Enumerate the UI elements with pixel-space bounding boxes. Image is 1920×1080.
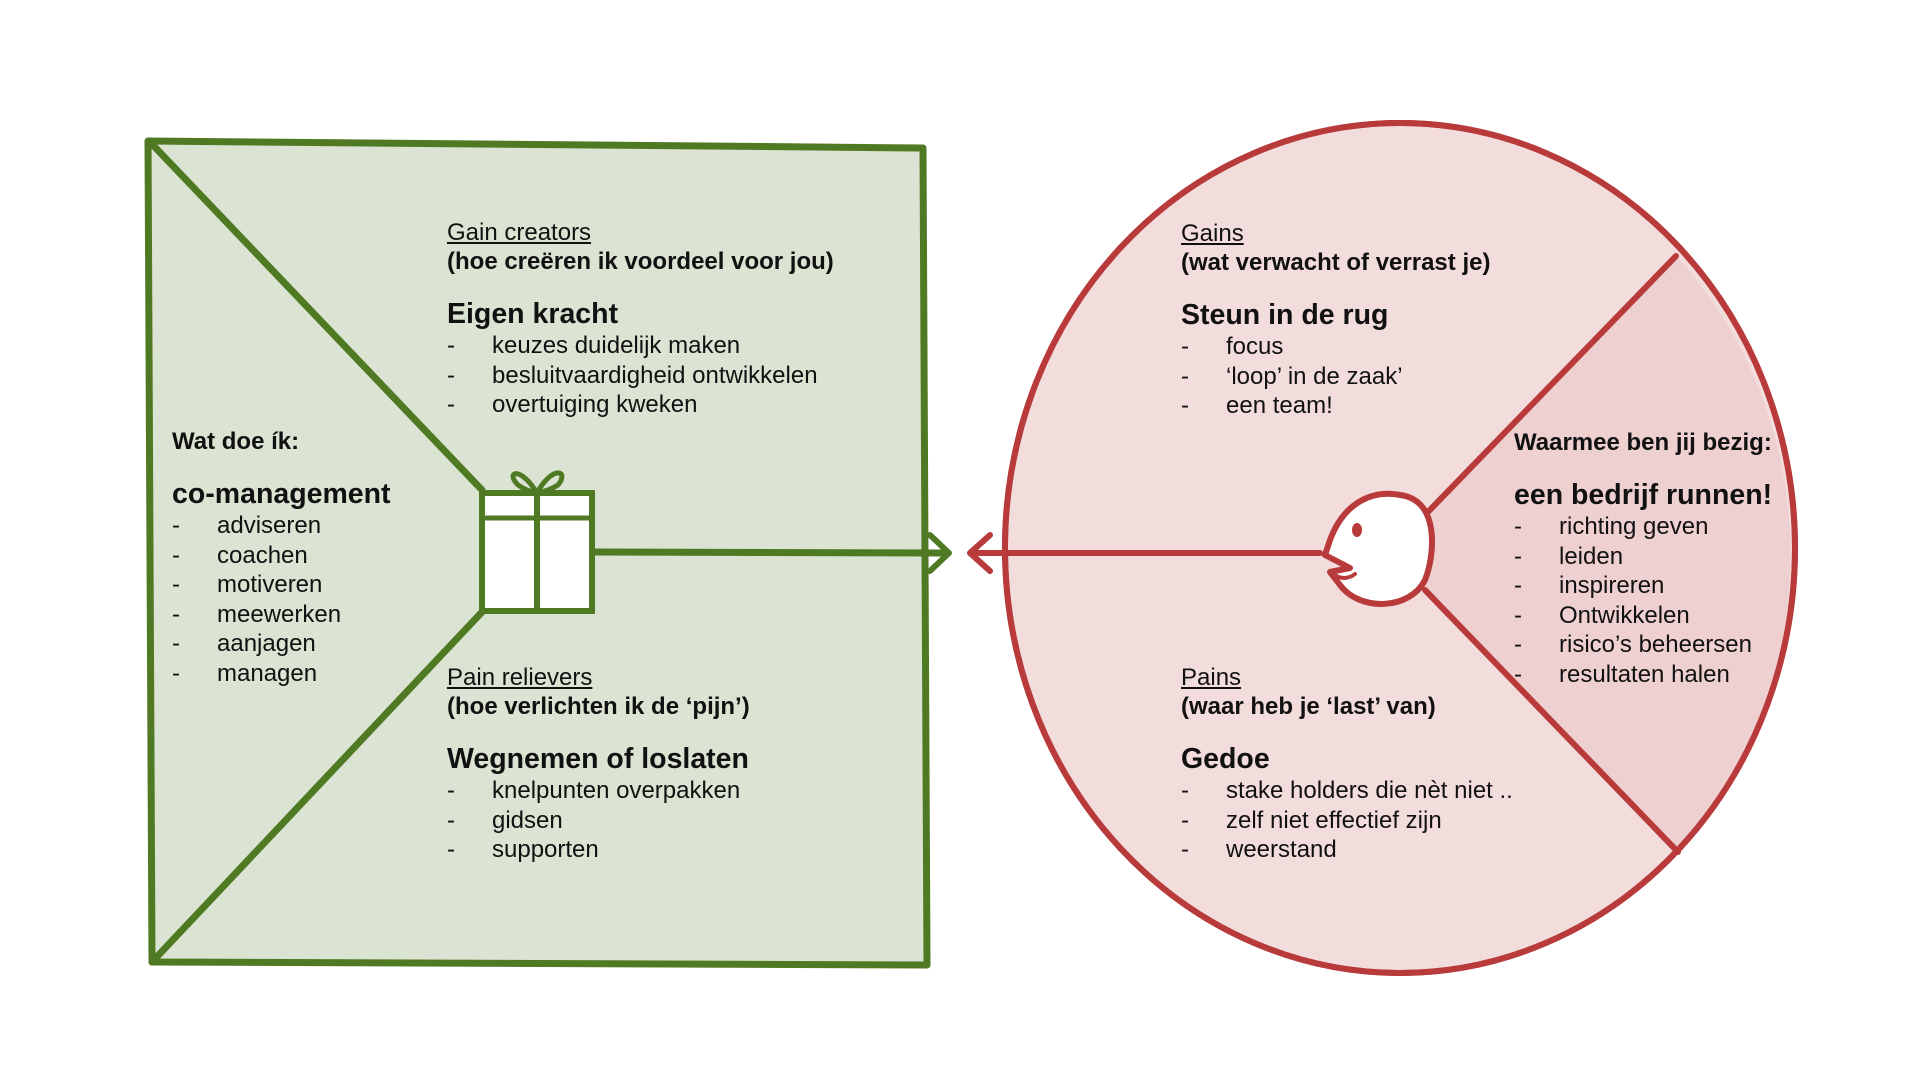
customer-jobs-block: Waarmee ben jij bezig: een bedrijf runne… [1514, 428, 1784, 689]
pain-relievers-block: Pain relievers (hoe verlichten ik de ‘pi… [447, 663, 907, 865]
list-item: -gidsen [447, 806, 563, 834]
products-question: Wat doe ík: [172, 428, 300, 455]
connector-line-left [588, 548, 949, 557]
products-list: -adviseren -coachen -motiveren -meewerke… [172, 511, 472, 688]
list-item: -knelpunten overpakken [447, 777, 741, 804]
divider-upper [1422, 253, 1679, 518]
list-item: -stake holders die nèt niet .. [1181, 777, 1513, 804]
list-item: -coachen [172, 541, 308, 569]
arrowhead-left [967, 532, 993, 574]
jobs-segment-fill [1425, 256, 1791, 852]
products-title: co-management [172, 478, 391, 510]
list-item: -richting geven [1514, 513, 1709, 540]
list-item: -supporten [447, 836, 599, 863]
list-item: -adviseren [172, 512, 322, 539]
list-item: -aanjagen [172, 630, 316, 657]
gains-block: Gains (wat verwacht of verrast je) Steun… [1181, 219, 1561, 421]
gains-subheading: (wat verwacht of verrast je) [1181, 249, 1491, 276]
list-item: -leiden [1514, 542, 1624, 570]
pains-block: Pains (waar heb je ‘last’ van) Gedoe -st… [1181, 663, 1561, 865]
pain-relievers-list: -knelpunten overpakken -gidsen -supporte… [447, 776, 907, 865]
list-item: -‘loop’ in de zaak’ [1181, 362, 1403, 390]
jobs-list: -richting geven -leiden -inspireren -Ont… [1514, 512, 1784, 689]
products-services-block: Wat doe ík: co-management -adviseren -co… [172, 427, 472, 688]
diagonal-upper [146, 138, 486, 494]
pains-title: Gedoe [1181, 743, 1270, 775]
list-item: -resultaten halen [1514, 660, 1730, 688]
divider-lower [1422, 587, 1681, 855]
gift-icon [479, 470, 595, 614]
pain-relievers-heading: Pain relievers [447, 664, 593, 691]
jobs-question: Waarmee ben jij bezig: [1514, 429, 1772, 456]
pains-list: -stake holders die nèt niet .. -zelf nie… [1181, 776, 1561, 865]
gain-creators-subheading: (hoe creëren ik voordeel voor jou) [447, 248, 834, 275]
gain-creators-title: Eigen kracht [447, 298, 619, 330]
list-item: -risico’s beheersen [1514, 631, 1752, 658]
list-item: -inspireren [1514, 572, 1665, 599]
gains-heading: Gains [1181, 220, 1244, 247]
list-item: -focus [1181, 333, 1284, 360]
list-item: -managen [172, 659, 318, 687]
pains-subheading: (waar heb je ‘last’ van) [1181, 693, 1436, 720]
list-item: -een team! [1181, 392, 1333, 419]
list-item: -motiveren [172, 571, 323, 598]
pain-relievers-title: Wegnemen of loslaten [447, 743, 749, 775]
list-item: -weerstand [1181, 836, 1337, 863]
gains-title: Steun in de rug [1181, 299, 1389, 331]
list-item: -besluitvaardigheid ontwikkelen [447, 361, 818, 389]
gain-creators-list: -keuzes duidelijk maken -besluitvaardigh… [447, 331, 907, 420]
list-item: -keuzes duidelijk maken [447, 332, 741, 359]
gains-list: -focus -‘loop’ in de zaak’ -een team! [1181, 332, 1561, 421]
list-item: -meewerken [172, 600, 342, 628]
arrowhead-right [927, 532, 952, 574]
list-item: -zelf niet effectief zijn [1181, 806, 1442, 834]
list-item: -Ontwikkelen [1514, 601, 1690, 629]
diagonal-lower [148, 608, 486, 966]
gain-creators-heading: Gain creators [447, 219, 592, 246]
list-item: -overtuiging kweken [447, 391, 698, 418]
pains-heading: Pains [1181, 664, 1242, 691]
jobs-title: een bedrijf runnen! [1514, 479, 1773, 511]
gain-creators-block: Gain creators (hoe creëren ik voordeel v… [447, 218, 907, 420]
customer-face-icon [1322, 490, 1436, 607]
pain-relievers-subheading: (hoe verlichten ik de ‘pijn’) [447, 693, 750, 720]
